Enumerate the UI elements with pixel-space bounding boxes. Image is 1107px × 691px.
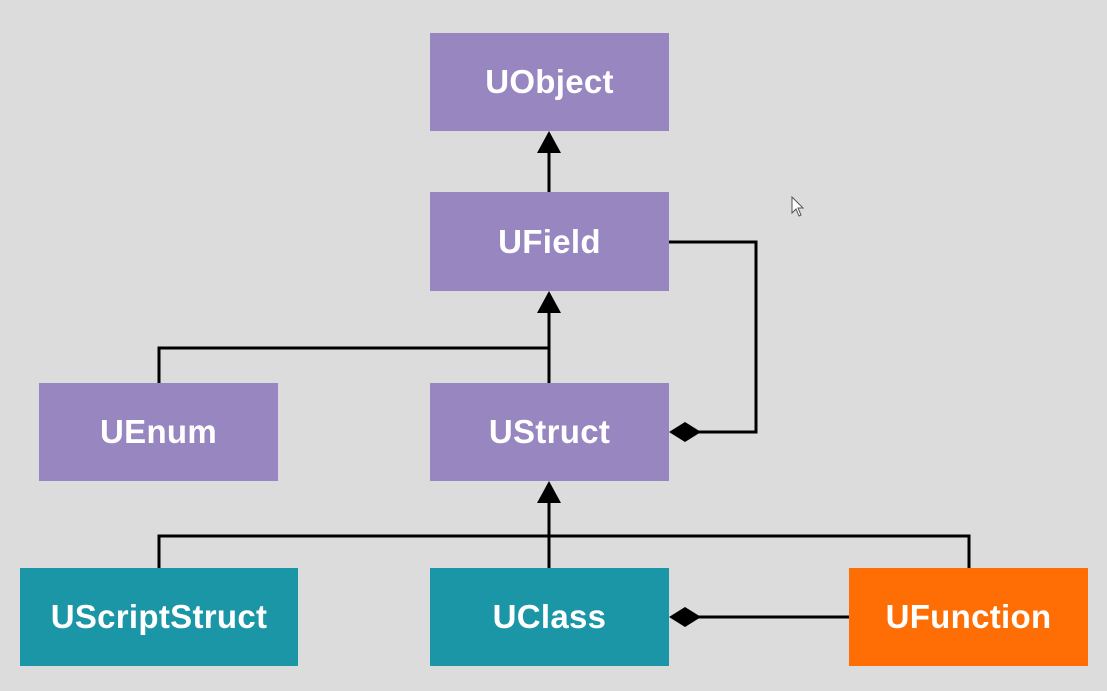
node-uenum-label: UEnum xyxy=(100,413,217,450)
node-ufield: UField xyxy=(430,192,669,291)
node-uobject: UObject xyxy=(430,33,669,131)
diamond-uclass xyxy=(669,607,701,627)
node-uclass: UClass xyxy=(430,568,669,666)
node-ustruct-label: UStruct xyxy=(488,413,611,450)
node-uclass-label: UClass xyxy=(492,598,607,635)
mouse-pointer-icon xyxy=(791,196,805,217)
edge-uenum-ufield xyxy=(157,346,551,385)
arrowhead-uobject xyxy=(537,131,561,153)
diamond-ustruct xyxy=(669,422,701,442)
node-ufunction-label: UFunction xyxy=(885,598,1052,635)
node-ustruct: UStruct xyxy=(430,383,669,481)
edge-ufield-ustruct-aggregation xyxy=(667,240,758,434)
node-uscriptstruct: UScriptStruct xyxy=(20,568,298,666)
edge-uscriptstruct-ustruct xyxy=(157,534,971,570)
node-uenum: UEnum xyxy=(39,383,278,481)
arrowhead-ustruct xyxy=(537,481,561,503)
arrowhead-ufield xyxy=(537,291,561,313)
node-ufunction: UFunction xyxy=(849,568,1088,666)
node-ufield-label: UField xyxy=(498,222,601,260)
node-uobject-label: UObject xyxy=(485,63,614,100)
node-uscriptstruct-label: UScriptStruct xyxy=(50,598,268,635)
